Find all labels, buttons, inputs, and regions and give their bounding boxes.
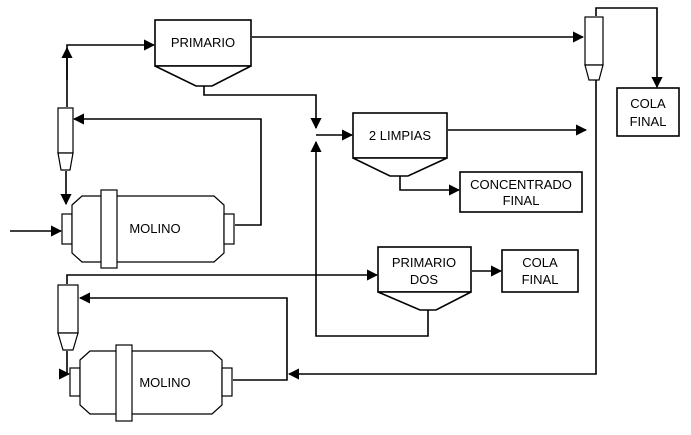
cyclone-top-left [57, 107, 74, 171]
limpias-cell: 2 LIMPIAS [352, 112, 448, 177]
molino-top: MOLINO [61, 189, 235, 269]
concentrado-final-box: CONCENTRADO FINAL [459, 171, 583, 213]
cola-final-mid-line1: COLA [522, 255, 558, 270]
cola-final-top-box: COLA FINAL [616, 87, 680, 137]
concentrado-label-line1: CONCENTRADO [470, 177, 572, 192]
cyclone-top-right [584, 16, 604, 81]
cyclone-bottom-left [57, 284, 79, 351]
limpias-label: 2 LIMPIAS [369, 128, 431, 143]
primario-label: PRIMARIO [171, 35, 235, 50]
molino-bottom: MOLINO [69, 344, 233, 422]
primario-dos-label-line1: PRIMARIO [392, 255, 456, 270]
cola-final-mid-box: COLA FINAL [501, 249, 579, 293]
cola-final-top-line2: FINAL [630, 114, 667, 129]
molino-top-label: MOLINO [129, 221, 180, 236]
cola-final-mid-line2: FINAL [522, 272, 559, 287]
molino-bottom-label: MOLINO [139, 375, 190, 390]
primario-dos-cell: PRIMARIO DOS [377, 246, 472, 311]
flow-lines [10, 7, 663, 381]
cola-final-top-line1: COLA [630, 96, 666, 111]
concentrado-label-line2: FINAL [503, 193, 540, 208]
primario-dos-label-line2: DOS [410, 272, 439, 287]
primario-cell: PRIMARIO [154, 19, 252, 87]
